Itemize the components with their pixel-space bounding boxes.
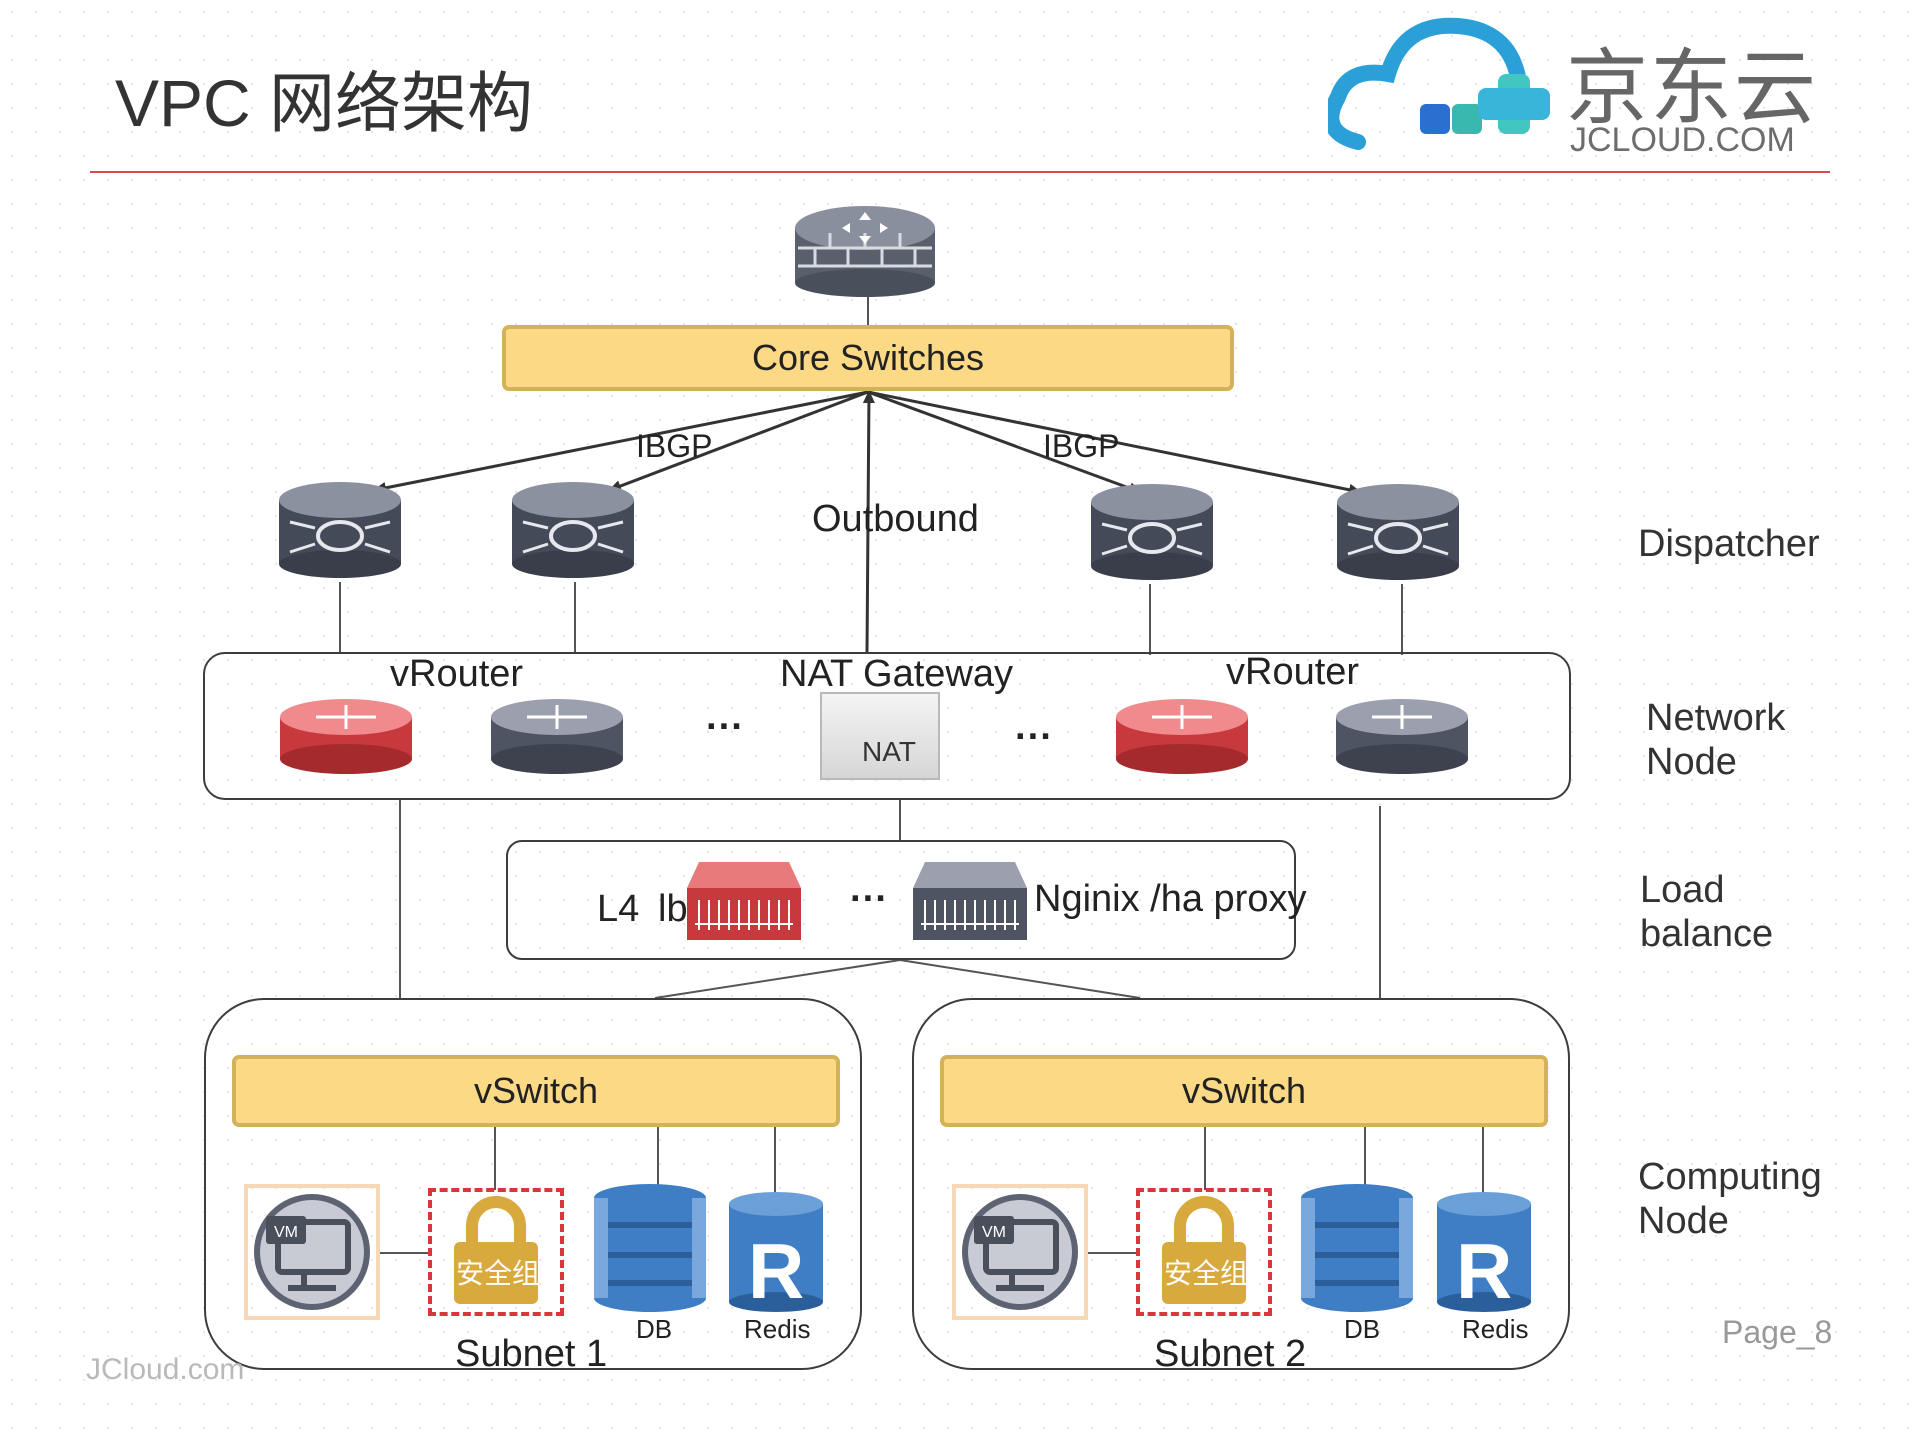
subnet-1-label: Subnet 1 (455, 1333, 608, 1375)
db-icon (594, 1184, 706, 1312)
page-title: VPC 网络架构 (115, 66, 534, 140)
vswitch-bar: vSwitch (232, 1055, 840, 1127)
logo-english-text: JCLOUD.COM (1570, 121, 1795, 159)
l4-lb-icon (687, 862, 801, 940)
lock-icon (1162, 1196, 1246, 1304)
dispatcher-switch-icon (279, 482, 401, 578)
security-group-frame: 安全组 (1136, 1188, 1272, 1316)
nat-gateway-label: NAT Gateway (780, 653, 1014, 695)
security-group-frame: 安全组 (428, 1188, 564, 1316)
footer-site: JCloud.com (86, 1353, 245, 1386)
computing-node-side-label: Computing Node (1638, 1156, 1822, 1242)
db-label: DB (636, 1314, 673, 1344)
core-switches-label: Core Switches (751, 337, 985, 378)
logo-chinese-text: 京东云 (1566, 43, 1819, 134)
nginx-lb-icon (913, 862, 1027, 940)
ibgp-label-left: IBGP (636, 428, 713, 464)
nat-gateway-icon: NAT (820, 692, 940, 780)
network-node-box (203, 652, 1571, 800)
vswitch-label: vSwitch (1181, 1070, 1307, 1111)
l4-label: L4 (597, 888, 640, 930)
vm-frame: VM (952, 1184, 1088, 1320)
ellipsis: ··· (1015, 716, 1053, 758)
dispatcher-switch-icon (1337, 484, 1459, 580)
security-group-label: 安全组 (1164, 1258, 1249, 1289)
jcloud-logo (1328, 17, 1550, 150)
vm-text: VM (274, 1224, 298, 1241)
network-node-side-label: Network Node (1646, 697, 1786, 783)
ellipsis: ··· (706, 706, 744, 748)
load-balance-box (506, 840, 1296, 960)
redis-letter: R (1456, 1227, 1513, 1315)
subnet-2-label: Subnet 2 (1154, 1333, 1307, 1375)
dispatcher-switch-icon (512, 482, 634, 578)
dispatcher-side-label: Dispatcher (1638, 523, 1820, 565)
load-balance-side-label: Load balance (1640, 869, 1774, 955)
db-label: DB (1344, 1314, 1381, 1344)
firewall-icon (795, 206, 935, 297)
subnet-1-box (204, 998, 862, 1370)
redis-icon (729, 1192, 823, 1312)
lock-icon (454, 1196, 538, 1304)
vrouter-gray-icon (1336, 699, 1468, 774)
outbound-label: Outbound (812, 498, 979, 540)
page-number: Page_8 (1722, 1314, 1833, 1350)
title-divider (90, 171, 1830, 173)
vm-icon (962, 1194, 1078, 1310)
vswitch-label: vSwitch (473, 1070, 599, 1111)
ibgp-label-right: IBGP (1043, 428, 1120, 464)
lb-label: lb (658, 888, 688, 930)
ellipsis: ··· (850, 878, 888, 920)
db-icon (1301, 1184, 1413, 1312)
vm-icon (254, 1194, 370, 1310)
security-group-label: 安全组 (456, 1258, 541, 1289)
redis-icon (1437, 1192, 1531, 1312)
nat-label: NAT (862, 736, 916, 767)
vrouter-label-right: vRouter (1226, 651, 1360, 693)
core-switches-bar: Core Switches (502, 325, 1234, 391)
subnet-2-box (912, 998, 1570, 1370)
vm-text: VM (982, 1224, 1006, 1241)
vm-frame: VM (244, 1184, 380, 1320)
vswitch-bar: vSwitch (940, 1055, 1548, 1127)
vrouter-red-icon (1116, 699, 1248, 774)
vrouter-red-icon (280, 699, 412, 774)
nginx-label: Nginix /ha proxy (1034, 878, 1307, 920)
vrouter-gray-icon (491, 699, 623, 774)
redis-label: Redis (1462, 1314, 1529, 1344)
redis-letter: R (748, 1227, 805, 1315)
dispatcher-switch-icon (1091, 484, 1213, 580)
vrouter-label-left: vRouter (390, 653, 524, 695)
redis-label: Redis (744, 1314, 811, 1344)
